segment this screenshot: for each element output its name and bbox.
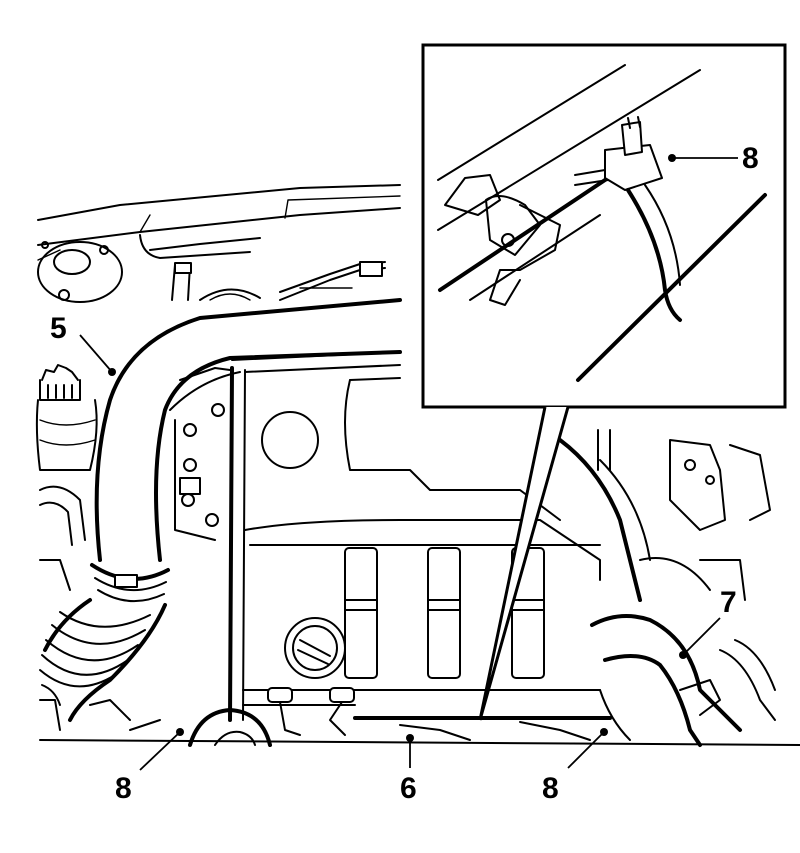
- engine-cover: [174, 351, 612, 722]
- callout-6: 6: [400, 772, 417, 805]
- detail-inset: [421, 43, 787, 721]
- callout-8-bottom-right: 8: [542, 772, 559, 805]
- air-intake-hose: [39, 298, 402, 722]
- callout-5: 5: [50, 312, 67, 345]
- body-panel: [37, 184, 401, 261]
- right-side-components: [558, 429, 776, 747]
- reservoir-cap: [35, 364, 98, 471]
- upper-wiring: [171, 261, 386, 301]
- callouts: 5 6 7 8 8 8: [50, 142, 759, 805]
- callout-8-left: 8: [115, 772, 132, 805]
- left-hoses: [39, 485, 86, 731]
- callout-8-inset: 8: [742, 142, 759, 175]
- callout-7: 7: [720, 586, 737, 619]
- strut-mount: [37, 241, 123, 303]
- bottom-area: [39, 687, 800, 747]
